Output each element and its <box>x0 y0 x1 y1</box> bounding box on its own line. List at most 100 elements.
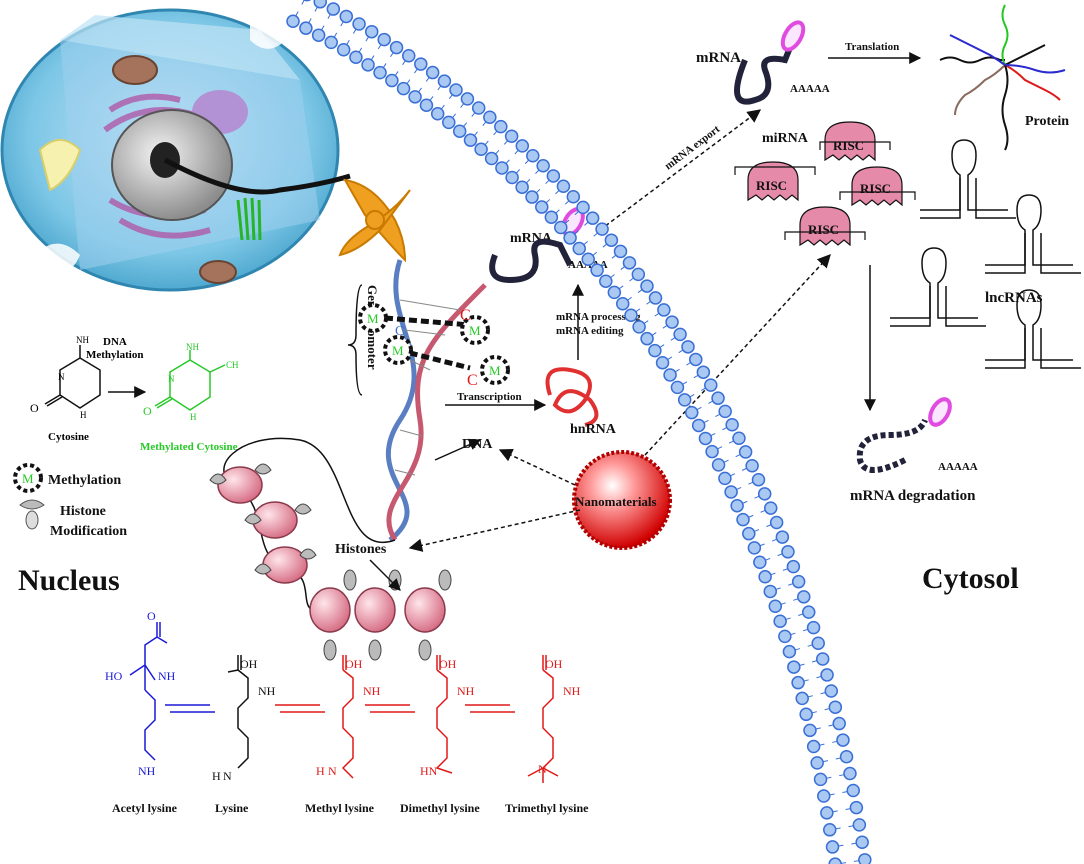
lipid-head <box>449 83 463 97</box>
methylation-marks: M M M M C C C <box>358 303 510 389</box>
lipid-head <box>452 124 467 138</box>
lipid-head <box>855 835 869 850</box>
lysine-name: Lysine <box>215 801 249 815</box>
lipid-head <box>463 133 478 147</box>
lipid-head <box>504 129 519 143</box>
lipid-head <box>736 512 750 527</box>
lipid-head <box>361 58 375 72</box>
lipid-head <box>832 716 846 731</box>
lipid-head <box>373 65 387 80</box>
acetyl-lysine-name: Acetyl lysine <box>112 801 178 815</box>
lncrna-hairpins <box>890 139 1081 369</box>
lipid-head <box>795 691 809 706</box>
lipid-head <box>535 200 549 214</box>
lipid-head <box>648 343 662 358</box>
risc-label-3: RISC <box>860 181 891 196</box>
trimethyl-lysine-amine: NH <box>563 684 581 698</box>
dna-helix <box>385 259 487 542</box>
cytosine-o: O <box>30 401 39 415</box>
lipid-head <box>670 380 685 395</box>
lipid-head <box>349 50 363 64</box>
cell-membrane <box>286 0 872 864</box>
lipid-head <box>442 115 456 130</box>
lysine-h3n-h: H <box>212 769 221 783</box>
degraded-poly-a: AAAAA <box>938 461 978 473</box>
cell-illustration <box>0 8 351 292</box>
c-mark-3: C <box>467 372 478 389</box>
m-mark-4: M <box>489 363 501 378</box>
methyl-h2n-h: H <box>316 764 325 778</box>
lipid-head <box>665 315 679 329</box>
lipid-head <box>544 210 559 224</box>
dna-methylation-title-1: DNA <box>103 336 127 348</box>
mirna-label: miRNA <box>762 131 809 146</box>
nanomaterials-particle: Nanomaterials <box>408 254 831 552</box>
cytosol-label: Cytosol <box>922 562 1019 595</box>
nanomaterials-label: Nanomaterials <box>575 494 657 509</box>
lipid-head <box>758 570 772 584</box>
dimethyl-lysine-top: OH <box>439 657 457 671</box>
lysine-amine: NH <box>258 684 276 698</box>
lipid-head <box>572 241 586 256</box>
lipid-head <box>705 444 719 459</box>
lipid-head <box>563 231 577 245</box>
methyl-lysine-top: OH <box>345 657 363 671</box>
lipid-head <box>738 445 753 459</box>
lipid-head <box>782 644 797 659</box>
methylated-ch3: CH <box>226 360 239 370</box>
dimethyl-lysine-name: Dimethyl lysine <box>400 801 480 815</box>
risc-complexes <box>747 121 903 247</box>
lipid-head <box>546 169 561 183</box>
lipid-head <box>414 57 428 71</box>
lipid-head <box>825 840 840 854</box>
lipid-head <box>745 458 759 473</box>
lipid-head <box>460 92 475 106</box>
lipid-head <box>806 739 821 754</box>
lipid-head <box>495 161 509 175</box>
lipid-head <box>556 179 571 194</box>
lipid-head <box>817 789 831 803</box>
mrna-editing-label: mRNA editing <box>556 325 624 337</box>
lipid-head <box>622 256 637 270</box>
lipid-head <box>494 119 508 134</box>
dna-label: DNA <box>462 437 493 452</box>
methylated-h: H <box>190 412 197 422</box>
translation-label: Translation <box>845 41 899 53</box>
lipid-head <box>585 211 600 225</box>
lipid-head <box>751 472 766 487</box>
lipid-head <box>836 733 850 747</box>
m-mark-3: M <box>469 323 481 338</box>
lysine-modifications: O NH HO NH OH NH H N OH NH H N OH <box>105 609 589 815</box>
lipid-head <box>313 0 327 9</box>
lipid-head <box>849 800 864 815</box>
lipid-head <box>742 526 756 541</box>
lipid-head <box>815 652 830 666</box>
legend-histone: Histone <box>60 504 106 519</box>
lipid-head <box>566 190 581 204</box>
lipid-head <box>581 252 595 267</box>
lipid-head <box>631 267 646 282</box>
lipid-head <box>799 707 813 722</box>
lipid-head <box>763 501 778 515</box>
lipid-head <box>797 590 811 604</box>
lipid-head <box>773 614 787 628</box>
lipid-head <box>352 17 366 31</box>
lipid-head <box>311 28 326 42</box>
lipid-head <box>732 431 746 446</box>
lipid-head <box>696 365 711 379</box>
lipid-head <box>753 555 767 570</box>
legend-m-symbol: M <box>22 471 34 486</box>
lipid-head <box>725 418 739 432</box>
lipid-head <box>839 749 854 764</box>
lipid-head <box>803 723 817 738</box>
cytosol-flow: mRNA AAAAA Translation Protein miRNA <box>696 4 1081 504</box>
lipid-head <box>673 327 687 342</box>
lipid-head <box>326 2 341 16</box>
acetyl-nh: NH <box>158 669 176 683</box>
lipid-head <box>599 274 613 288</box>
lipid-head <box>768 599 783 614</box>
lipid-head <box>505 170 519 185</box>
lipid-head <box>852 818 867 832</box>
lipid-head <box>730 498 744 513</box>
